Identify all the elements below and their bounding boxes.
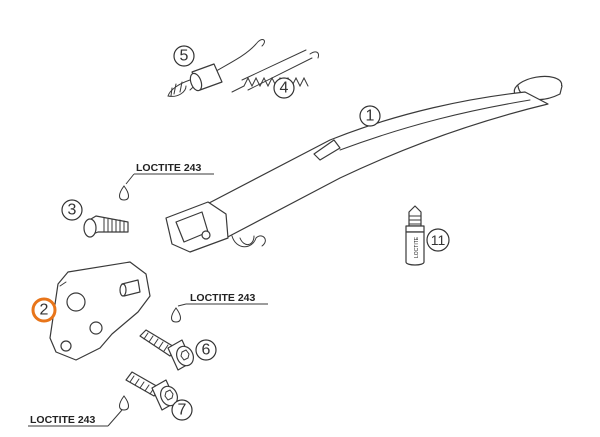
callout-number: 1 (366, 108, 375, 125)
callout-number: 11 (431, 232, 446, 248)
callout-6: 6 (195, 339, 217, 361)
callout-number: 5 (180, 48, 189, 65)
callout-7: 7 (171, 399, 193, 421)
loctite-drop-icon (171, 307, 181, 323)
loctite-text: LOCTITE 243 (30, 414, 96, 426)
side-stand-part (165, 75, 563, 253)
callout-number: 6 (202, 342, 211, 359)
loctite-drop-icon (119, 395, 129, 411)
callout-5: 5 (173, 45, 195, 67)
callout-number: 7 (178, 402, 187, 419)
loctite-label-1: LOCTITE 243 (125, 162, 214, 185)
callout-number: 3 (68, 202, 77, 219)
callout-2: 2 (31, 297, 57, 323)
socket-screw-part-6 (139, 329, 194, 371)
mounting-plate-part (49, 261, 151, 361)
socket-screw-part-7 (125, 371, 178, 411)
bolt-part-3 (83, 215, 129, 238)
callout-11: 11 (426, 228, 450, 252)
loctite-drop-icon (119, 185, 129, 201)
spring-cover-part (167, 39, 265, 97)
loctite-text: LOCTITE 243 (136, 162, 202, 174)
callout-4: 4 (273, 77, 295, 99)
loctite-label-2: LOCTITE 243 (177, 292, 268, 307)
tube-label: LOCTITE (414, 236, 420, 258)
loctite-text: LOCTITE 243 (190, 292, 256, 304)
loctite-label-3: LOCTITE 243 (28, 409, 123, 427)
coil-spring-part (231, 49, 319, 93)
callout-number: 4 (280, 80, 289, 97)
loctite-tube-part: LOCTITE (405, 205, 425, 266)
callout-number: 2 (40, 302, 49, 319)
callout-1: 1 (359, 105, 381, 127)
callout-3: 3 (61, 199, 83, 221)
